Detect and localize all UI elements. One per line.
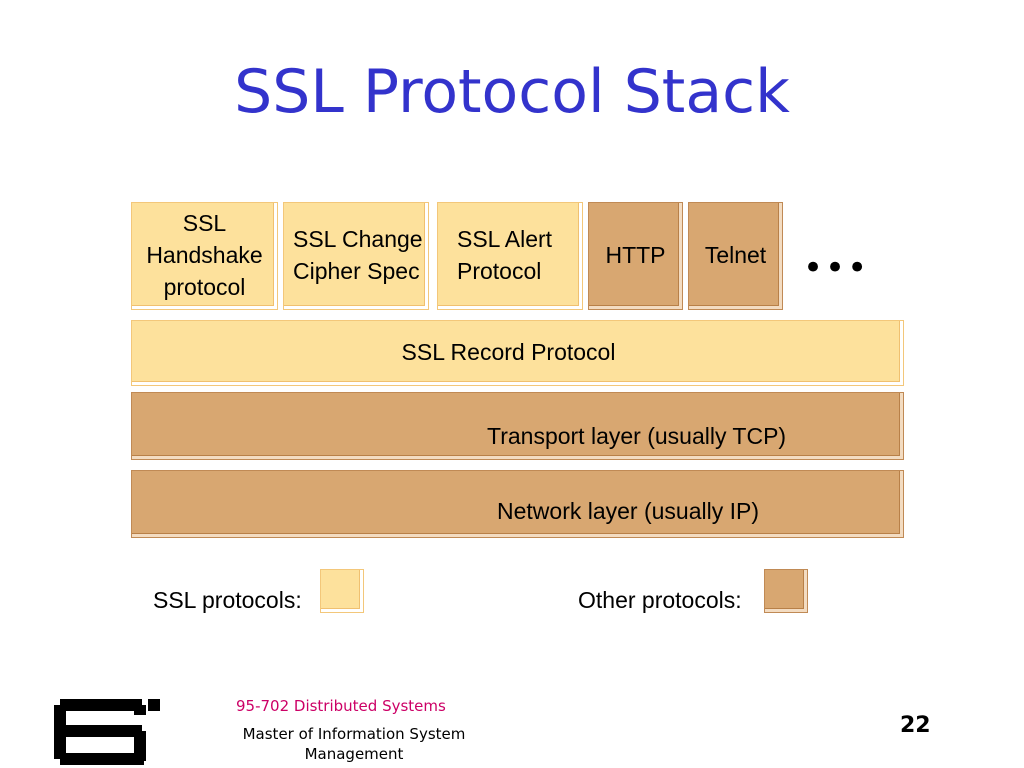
ssl-alert-label: SSL Alert Protocol — [457, 226, 553, 284]
university-logo — [54, 699, 160, 765]
course-name: 95-702 Distributed Systems — [236, 697, 446, 715]
ssl-record-protocol-label: SSL Record Protocol — [401, 339, 616, 366]
telnet-label: Telnet — [704, 242, 767, 269]
legend-ssl-label: SSL protocols: — [153, 587, 302, 613]
transport-layer-box — [131, 392, 904, 460]
program-name: Master of Information System Management — [242, 725, 466, 763]
ssl-handshake-label: SSL Handshake protocol — [146, 210, 263, 300]
ellipsis: ••• — [803, 248, 870, 288]
ssl-alert-box: SSL Alert Protocol — [437, 202, 583, 310]
ssl-change-cipher-spec-box: SSL Change Cipher Spec — [283, 202, 429, 310]
slide-title: SSL Protocol Stack — [234, 57, 790, 127]
legend-other-swatch — [764, 569, 808, 613]
network-layer-box — [131, 470, 904, 538]
http-label: HTTP — [605, 242, 666, 269]
legend-ssl-swatch — [320, 569, 364, 613]
ssl-change-cipher-spec-label: SSL Change Cipher Spec — [293, 226, 423, 284]
telnet-box: Telnet — [688, 202, 783, 310]
legend-other-label: Other protocols: — [578, 587, 742, 613]
page-number: 22 — [900, 713, 931, 738]
transport-layer-label: Transport layer (usually TCP) — [487, 423, 787, 449]
network-layer-label: Network layer (usually IP) — [497, 498, 760, 524]
http-box: HTTP — [588, 202, 683, 310]
ssl-record-protocol-box: SSL Record Protocol — [131, 320, 904, 386]
ssl-handshake-box: SSL Handshake protocol — [131, 202, 278, 310]
